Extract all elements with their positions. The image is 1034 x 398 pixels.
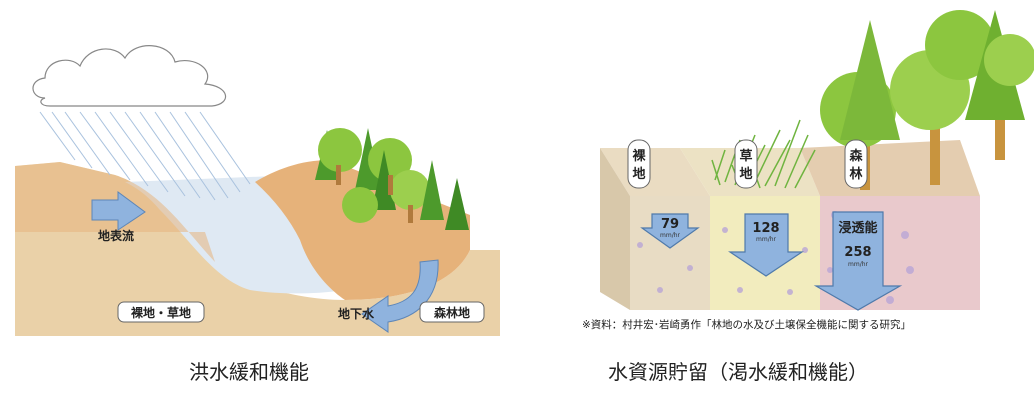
groundwater-arrow-icon [361,259,439,333]
forest-rate-value: 258 [844,245,871,260]
surface-flow-arrow-icon [91,191,146,231]
forest-land-label: 森林地 [434,305,470,320]
forest-tag-char1: 森 [849,148,863,164]
bare-grass-label: 裸地・草地 [131,305,191,320]
rain-icon [39,111,251,201]
groundwater-label: 地下水 [338,306,375,321]
flood-mitigation-diagram: 地表流 地下水 裸地・草地 森林地 [0,0,500,394]
forest-tag-char2: 林 [849,166,862,182]
source-note: ※資料：村井宏･岩崎勇作「林地の水及び土壌保全機能に関する研究」 [582,318,911,331]
flood-mitigation-illustration: 地表流 地下水 裸地・草地 森林地 [15,45,500,336]
forest-infiltration-arrow-icon [813,211,903,311]
bare-land-tag-char1: 裸 [632,148,646,164]
forest-rate-unit: mm/hr [848,261,869,268]
water-storage-diagram: 裸 地 草 地 森 林 79 mm/hr 128 mm/hr 浸透能 258 m… [540,0,1034,394]
left-diagram-caption: 洪水緩和機能 [189,360,309,384]
grassland-infiltration-arrow-icon [728,213,804,277]
bare-land-tag-char2: 地 [632,166,645,182]
grassland-rate-unit: mm/hr [756,236,777,243]
cloud-icon [32,45,226,107]
grassland-tag-char2: 地 [739,166,752,182]
right-diagram-caption: 水資源貯留（渇水緩和機能） [608,360,868,384]
infiltration-illustration: 裸 地 草 地 森 林 79 mm/hr 128 mm/hr 浸透能 258 m… [582,10,1034,331]
grassland-tag-char1: 草 [739,148,752,164]
bare-land-rate-value: 79 [661,217,679,232]
bare-land-rate-unit: mm/hr [660,232,681,239]
bare-land-column [630,196,710,310]
surface-flow-label: 地表流 [98,228,134,243]
forest-infiltration-heading: 浸透能 [838,220,877,236]
grassland-rate-value: 128 [752,221,779,236]
forest-trees-icon [315,128,469,230]
bare-land-infiltration-arrow-icon [640,213,700,249]
